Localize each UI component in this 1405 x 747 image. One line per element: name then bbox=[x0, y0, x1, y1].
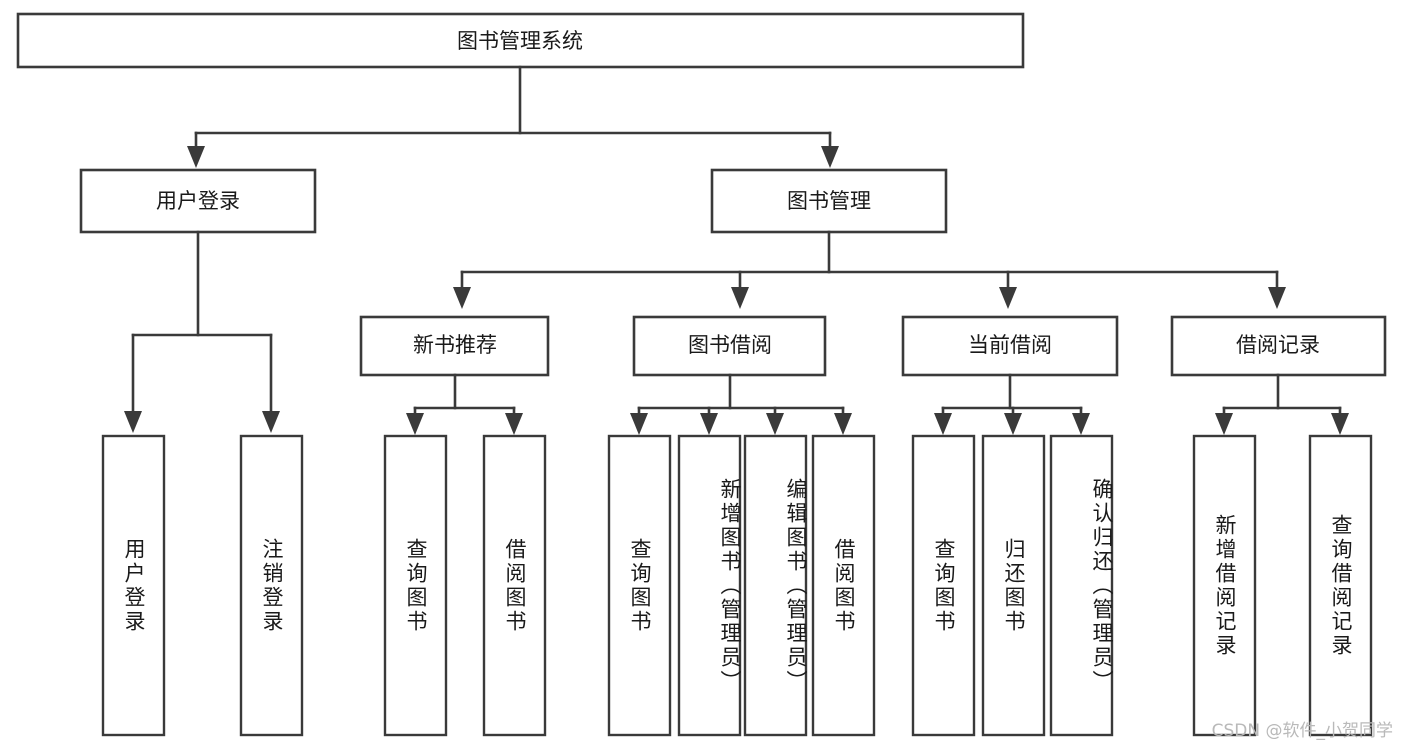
node-new-book-recommend[interactable]: 新书推荐 bbox=[359, 315, 550, 377]
node-book-management[interactable]: 图书管理 bbox=[710, 168, 948, 234]
arrow-icon-to-borrow-record bbox=[1268, 287, 1286, 309]
node-user-login-label: 用户登录 bbox=[156, 189, 240, 213]
csdn-watermark: CSDN @软件_小贺同学 bbox=[1211, 721, 1393, 741]
node-user-login[interactable]: 用户登录 bbox=[79, 168, 317, 234]
leaf-box-nb-query-book[interactable] bbox=[383, 434, 448, 737]
node-book-management-label: 图书管理 bbox=[787, 189, 871, 213]
arrow-icon-br-leaf-1 bbox=[1215, 413, 1233, 435]
arrow-icon-to-new-book-recommend bbox=[453, 287, 471, 309]
arrow-icon-bb-leaf-4 bbox=[834, 413, 852, 435]
node-borrow-record-box bbox=[1170, 315, 1387, 377]
arrow-icon-to-leaf-user-login bbox=[124, 411, 142, 433]
arrow-icon-cb-leaf-3 bbox=[1072, 413, 1090, 435]
node-book-borrow-label: 图书借阅 bbox=[688, 333, 772, 357]
node-borrow-record[interactable]: 借阅记录 bbox=[1170, 315, 1387, 377]
leaf-box-bb-borrow-book[interactable] bbox=[811, 434, 876, 737]
leaf-box-user-login[interactable] bbox=[101, 434, 166, 737]
arrow-icon-nb-leaf-1 bbox=[406, 413, 424, 435]
arrow-icon-nb-leaf-2 bbox=[505, 413, 523, 435]
arrow-icon-to-book-management bbox=[821, 146, 839, 168]
node-current-borrow[interactable]: 当前借阅 bbox=[901, 315, 1119, 377]
arrow-icon-cb-leaf-2 bbox=[1004, 413, 1022, 435]
node-root-box bbox=[16, 12, 1025, 69]
arrow-icon-bb-leaf-1 bbox=[630, 413, 648, 435]
node-root-book-management-system[interactable]: 图书管理系统 bbox=[16, 12, 1025, 69]
node-new-book-recommend-box bbox=[359, 315, 550, 377]
leaf-box-cb-confirm-return[interactable] bbox=[1049, 434, 1114, 737]
leaf-box-nb-borrow-book[interactable] bbox=[482, 434, 547, 737]
arrow-icon-to-user-login bbox=[187, 146, 205, 168]
arrow-icon-bb-leaf-2 bbox=[700, 413, 718, 435]
leaf-box-bb-edit-book[interactable] bbox=[743, 434, 808, 737]
leaf-box-bb-add-book[interactable] bbox=[677, 434, 742, 737]
node-borrow-record-label: 借阅记录 bbox=[1236, 333, 1320, 357]
node-book-borrow[interactable]: 图书借阅 bbox=[632, 315, 827, 377]
leaf-box-br-query-record[interactable] bbox=[1308, 434, 1373, 737]
arrow-icon-to-book-borrow bbox=[731, 287, 749, 309]
arrow-icon-to-current-borrow bbox=[999, 287, 1017, 309]
leaf-box-cb-return-book[interactable] bbox=[981, 434, 1046, 737]
node-book-borrow-box bbox=[632, 315, 827, 377]
node-book-management-box bbox=[710, 168, 948, 234]
arrow-icon-br-leaf-2 bbox=[1331, 413, 1349, 435]
node-current-borrow-box bbox=[901, 315, 1119, 377]
node-new-book-recommend-label: 新书推荐 bbox=[413, 333, 497, 357]
leaf-box-cb-query-book[interactable] bbox=[911, 434, 976, 737]
node-current-borrow-label: 当前借阅 bbox=[968, 333, 1052, 357]
arrow-icon-bb-leaf-3 bbox=[766, 413, 784, 435]
leaf-box-bb-query-book[interactable] bbox=[607, 434, 672, 737]
arrow-icon-cb-leaf-1 bbox=[934, 413, 952, 435]
leaf-box-br-add-record[interactable] bbox=[1192, 434, 1257, 737]
leaf-box-logout[interactable] bbox=[239, 434, 304, 737]
arrow-icon-to-leaf-logout bbox=[262, 411, 280, 433]
node-root-label: 图书管理系统 bbox=[457, 29, 583, 53]
